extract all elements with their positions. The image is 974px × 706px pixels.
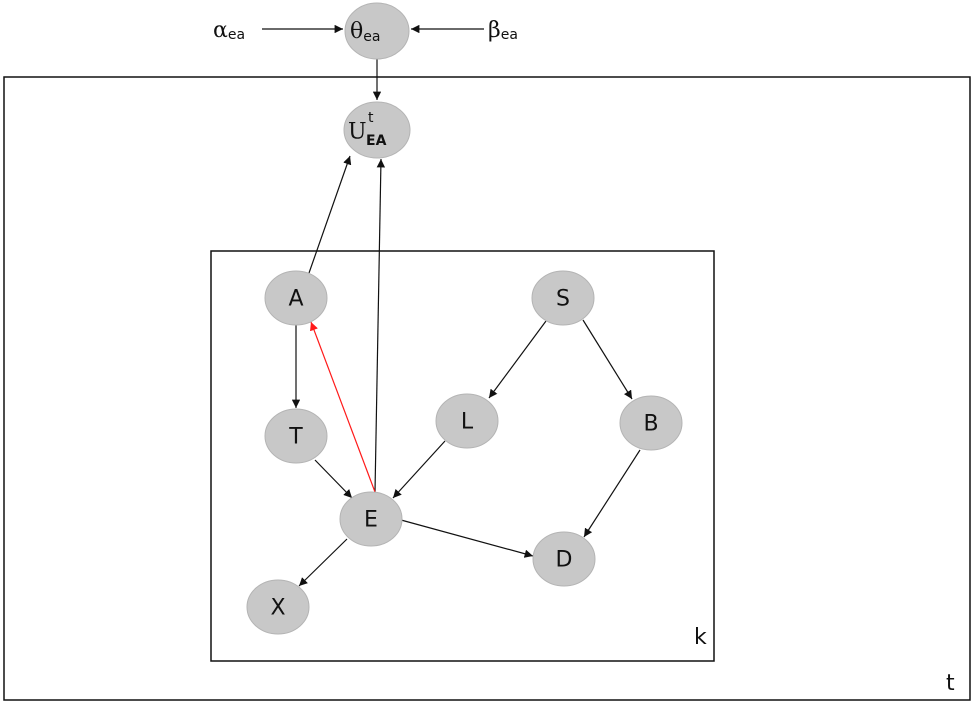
node-L-label: L: [461, 410, 474, 435]
utility-superscript: t: [368, 110, 374, 126]
edge-E-A: [310, 321, 376, 493]
node-X: X: [246, 579, 310, 635]
node-D-circle: [532, 531, 596, 587]
beta-label: βea: [488, 18, 518, 44]
node-S: S: [531, 270, 595, 326]
node-B-label: B: [643, 412, 658, 437]
utility-symbol: U: [348, 120, 367, 145]
edge-S-B: [582, 319, 633, 400]
edge-E-X: [298, 538, 348, 587]
node-D-label: D: [556, 548, 573, 573]
node-T-circle: [264, 408, 328, 464]
edge-T-E: [314, 459, 353, 499]
node-X-label: X: [270, 596, 285, 621]
node-A-circle: [264, 270, 328, 326]
node-D: D: [532, 531, 596, 587]
node-E-circle: [339, 491, 403, 547]
node-S-circle: [531, 270, 595, 326]
inner-plate-k: [210, 250, 715, 662]
edge-E-D: [400, 519, 534, 558]
beta-subscript: ea: [501, 27, 518, 43]
node-B-circle: [619, 395, 683, 451]
node-S-label: S: [556, 287, 570, 312]
alpha-label: αea: [213, 18, 245, 44]
alpha-subscript: ea: [228, 27, 245, 43]
node-utility: U t EA: [343, 101, 411, 159]
node-E-label: E: [364, 508, 378, 533]
outer-plate-label: t: [946, 671, 955, 696]
alpha-symbol: α: [213, 18, 228, 43]
node-A-label: A: [288, 287, 303, 312]
theta-subscript: ea: [363, 29, 380, 45]
node-T: T: [264, 408, 328, 464]
edge-A-utility: [308, 155, 352, 274]
beta-symbol: β: [488, 18, 501, 43]
inner-plate-label: k: [694, 625, 707, 650]
outer-plate-t: [3, 76, 971, 701]
edge-S-L: [488, 320, 547, 399]
edges-layer: [262, 24, 641, 587]
edge-E-utility: [374, 158, 386, 493]
node-theta-circle: [344, 2, 410, 60]
node-theta: θea: [344, 2, 410, 60]
node-L-circle: [435, 393, 499, 449]
node-B: B: [619, 395, 683, 451]
edge-B-D: [583, 449, 641, 538]
node-L: L: [435, 393, 499, 449]
node-X-circle: [246, 579, 310, 635]
utility-subscript: EA: [366, 133, 387, 149]
node-A: A: [264, 270, 328, 326]
theta-symbol: θ: [350, 19, 363, 44]
node-T-label: T: [288, 425, 303, 450]
node-utility-circle: [343, 101, 411, 159]
node-E: E: [339, 491, 403, 547]
edge-L-E: [392, 440, 446, 499]
theta-label: θea: [350, 19, 380, 46]
